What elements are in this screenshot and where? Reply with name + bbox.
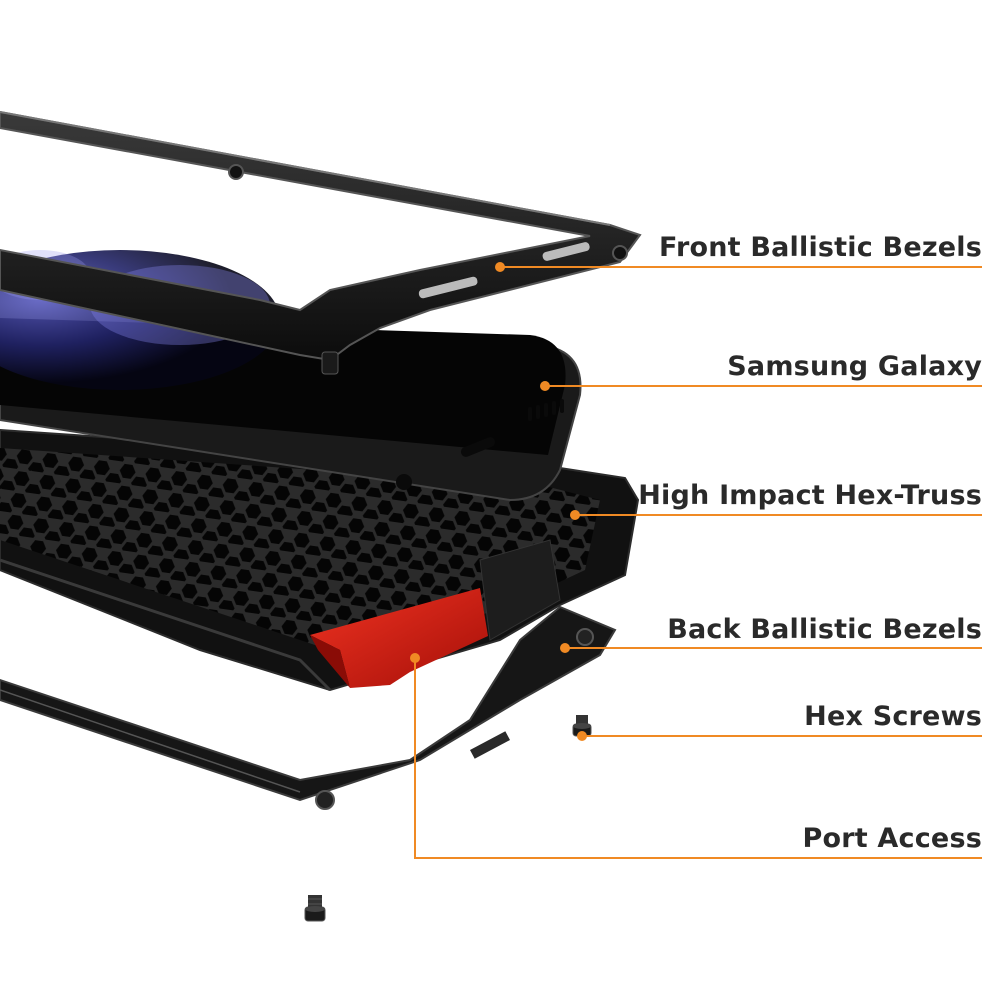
callout-label-hex-truss: High Impact Hex-Truss <box>638 480 982 511</box>
back-bezel-frame <box>0 605 617 810</box>
callout-dots <box>410 262 587 741</box>
hex-truss-case <box>0 428 640 692</box>
callout-label-hex-screws: Hex Screws <box>804 701 982 732</box>
callout-label-samsung-galaxy: Samsung Galaxy <box>727 351 982 382</box>
callout-lines <box>414 266 982 859</box>
hex-screw-icon <box>304 895 326 922</box>
front-bezel-frame <box>0 110 642 375</box>
port-access-door <box>310 588 488 688</box>
callout-label-port-access: Port Access <box>802 823 982 854</box>
frame-screw-hole <box>315 790 335 810</box>
callout-label-front-bezels: Front Ballistic Bezels <box>659 232 982 263</box>
callout-line-port-access <box>414 658 982 859</box>
hex-screw-icon <box>572 715 592 737</box>
callout-label-back-bezels: Back Ballistic Bezels <box>667 614 982 645</box>
